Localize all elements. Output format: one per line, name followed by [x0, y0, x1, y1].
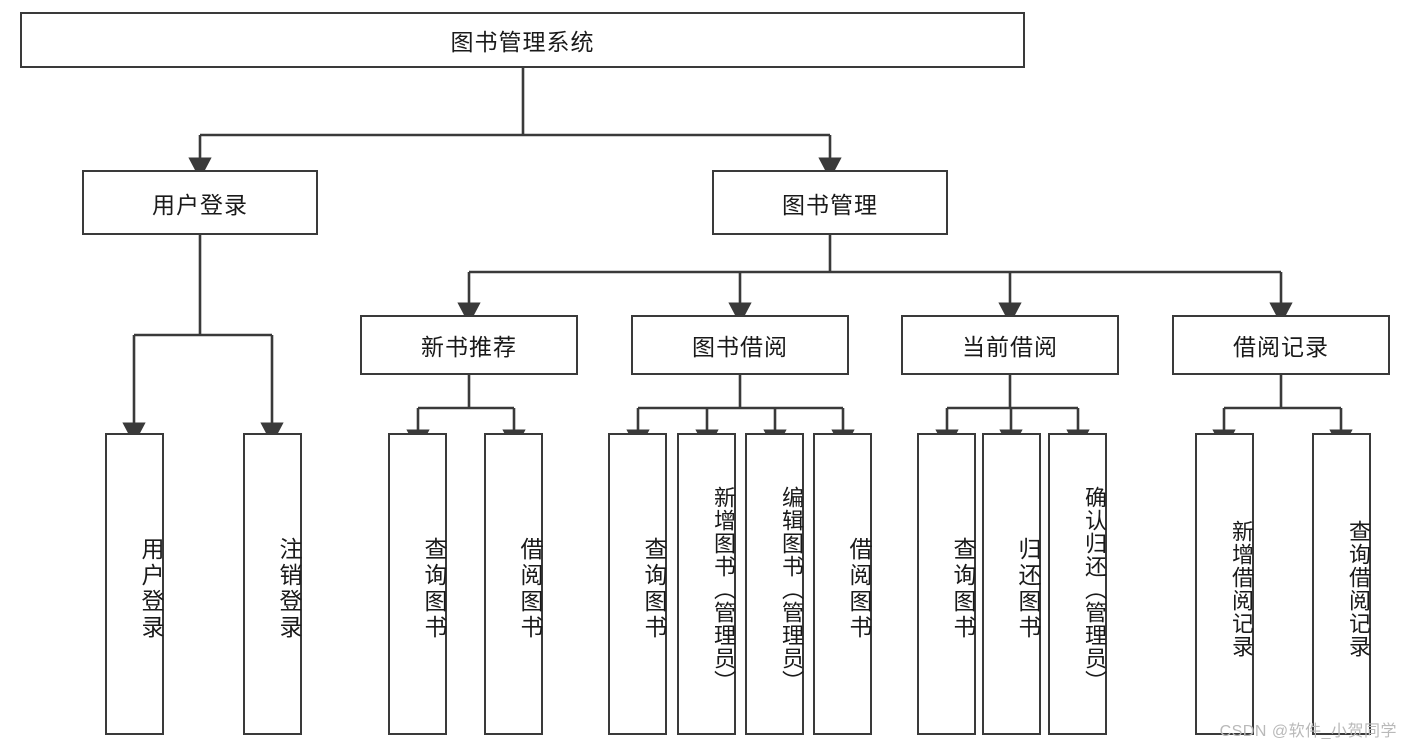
leaf-borrow-record-query[interactable]: 查询借阅记录	[1312, 433, 1371, 735]
leaf-user-login-logout[interactable]: 注销登录	[243, 433, 302, 735]
leaf-new-book-query[interactable]: 查询图书	[388, 433, 447, 735]
leaf-current-borrow-return[interactable]: 归还图书	[982, 433, 1041, 735]
node-user-login[interactable]: 用户登录	[82, 170, 318, 235]
leaf-current-borrow-query[interactable]: 查询图书	[917, 433, 976, 735]
node-current-borrow[interactable]: 当前借阅	[901, 315, 1119, 375]
leaf-current-borrow-confirm[interactable]: 确认归还（管理员）	[1048, 433, 1107, 735]
leaf-book-borrow-add[interactable]: 新增图书（管理员）	[677, 433, 736, 735]
leaf-borrow-record-add[interactable]: 新增借阅记录	[1195, 433, 1254, 735]
node-new-book-recommend[interactable]: 新书推荐	[360, 315, 578, 375]
node-book-manage[interactable]: 图书管理	[712, 170, 948, 235]
node-borrow-record[interactable]: 借阅记录	[1172, 315, 1390, 375]
leaf-book-borrow-query[interactable]: 查询图书	[608, 433, 667, 735]
leaf-book-borrow-edit[interactable]: 编辑图书（管理员）	[745, 433, 804, 735]
node-book-borrow[interactable]: 图书借阅	[631, 315, 849, 375]
leaf-book-borrow-borrow[interactable]: 借阅图书	[813, 433, 872, 735]
leaf-user-login-login[interactable]: 用户登录	[105, 433, 164, 735]
csdn-watermark: CSDN @软件_小贺同学	[1219, 723, 1397, 740]
node-root-system[interactable]: 图书管理系统	[20, 12, 1025, 68]
leaf-new-book-borrow[interactable]: 借阅图书	[484, 433, 543, 735]
